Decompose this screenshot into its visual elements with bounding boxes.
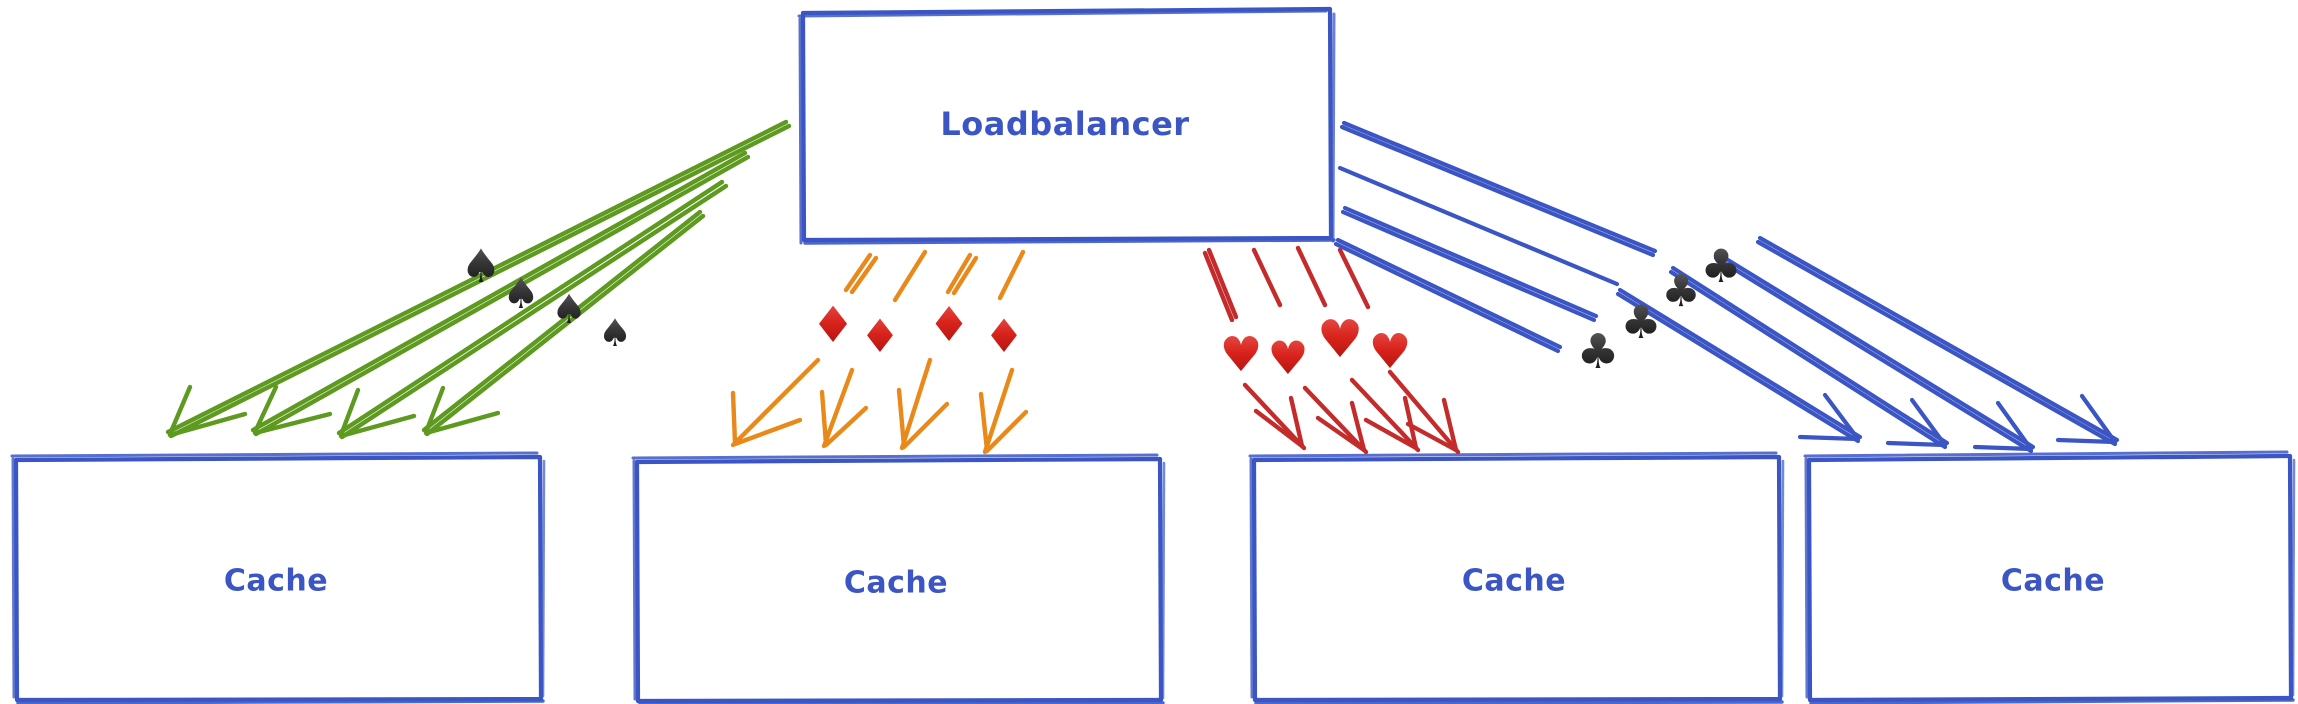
loadbalancer-node[interactable]: [800, 8, 1332, 240]
cache-node-4[interactable]: [1805, 455, 2290, 700]
heart-icon: ♥: [1316, 310, 1364, 370]
cache-box-1[interactable]: [10, 451, 546, 704]
club-icon: ♣: [1661, 266, 1701, 317]
heart-icon: ♥: [1368, 324, 1412, 380]
club-icon: ♣: [1576, 324, 1620, 380]
heart-icon: ♥: [1219, 327, 1263, 383]
arrow-group-red: [1202, 245, 1461, 455]
spade-icon: ♠: [597, 311, 633, 355]
cache-node-2[interactable]: [633, 458, 1160, 703]
diamond-icon: ♦: [810, 296, 856, 354]
diamond-icon: ♦: [927, 297, 971, 353]
diamond-icon: ♦: [983, 309, 1025, 363]
loadbalancer-box[interactable]: [797, 6, 1336, 245]
diamond-icon: ♦: [859, 309, 901, 363]
cache-box-2[interactable]: [631, 453, 1166, 704]
arrow-group-green: [165, 119, 792, 440]
club-icon: ♣: [1620, 295, 1662, 349]
spade-icon: ♠: [551, 287, 587, 333]
spade-icon: ♠: [460, 239, 502, 293]
cache-box-3[interactable]: [1248, 451, 1785, 704]
arrow-group-blue: [1333, 120, 2120, 454]
cache-box-4[interactable]: [1803, 450, 2296, 704]
spade-icon: ♠: [502, 269, 540, 318]
cache-node-3[interactable]: [1250, 455, 1779, 700]
club-icon: ♣: [1700, 239, 1742, 293]
arrow-group-orange: [730, 249, 1029, 455]
cache-node-1[interactable]: [12, 455, 540, 700]
heart-icon: ♥: [1267, 331, 1309, 385]
